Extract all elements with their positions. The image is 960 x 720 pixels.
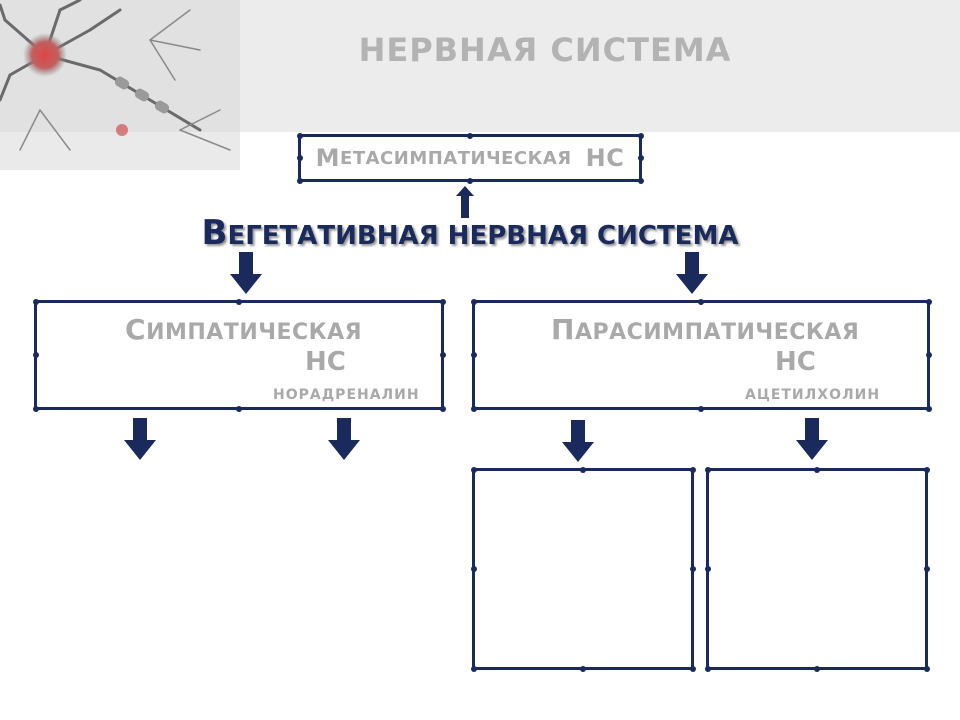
- veg-first-letter: В: [201, 213, 228, 253]
- neuron-illustration: [0, 0, 240, 170]
- sympathetic-box: СИМПАТИЧЕСКАЯ НС НОРАДРЕНАЛИН: [32, 298, 446, 412]
- veg-rest: ЕГЕТАТИВНАЯ НЕРВНАЯ СИСТЕМА: [227, 221, 739, 251]
- sympathetic-mediator: НОРАДРЕНАЛИН: [273, 387, 420, 403]
- parasympathetic-empty-box-left: [470, 466, 696, 672]
- sympathetic-ns: НС: [305, 347, 346, 377]
- meta-ns: НС: [585, 144, 625, 172]
- down-arrow-icon: [562, 420, 594, 462]
- sympathetic-title: СИМПАТИЧЕСКАЯ: [125, 313, 362, 346]
- down-arrow-icon: [328, 418, 360, 460]
- up-arrow-icon: [456, 186, 474, 218]
- page-title: НЕРВНАЯ СИСТЕМА: [358, 31, 732, 69]
- parasympathetic-empty-box-right: [704, 466, 930, 672]
- parasympathetic-ns: НС: [775, 347, 816, 377]
- down-arrow-icon: [230, 252, 262, 294]
- meta-rest: ЕТАСИМПАТИЧЕСКАЯ: [340, 147, 572, 169]
- symp-first-letter: С: [125, 313, 147, 346]
- down-arrow-icon: [796, 418, 828, 460]
- para-first-letter: П: [551, 313, 575, 346]
- parasympathetic-title: ПАРАСИМПАТИЧЕСКАЯ: [551, 313, 859, 346]
- symp-rest: ИМПАТИЧЕСКАЯ: [146, 320, 363, 345]
- vegetative-title: ВЕГЕТАТИВНАЯ НЕРВНАЯ СИСТЕМА: [150, 208, 790, 258]
- meta-first-letter: М: [315, 144, 341, 172]
- down-arrow-icon: [124, 418, 156, 460]
- para-rest: АРАСИМПАТИЧЕСКАЯ: [574, 320, 860, 345]
- parasympathetic-mediator: АЦЕТИЛХОЛИН: [745, 387, 881, 403]
- down-arrow-icon: [676, 252, 708, 294]
- parasympathetic-box: ПАРАСИМПАТИЧЕСКАЯ НС АЦЕТИЛХОЛИН: [470, 298, 932, 412]
